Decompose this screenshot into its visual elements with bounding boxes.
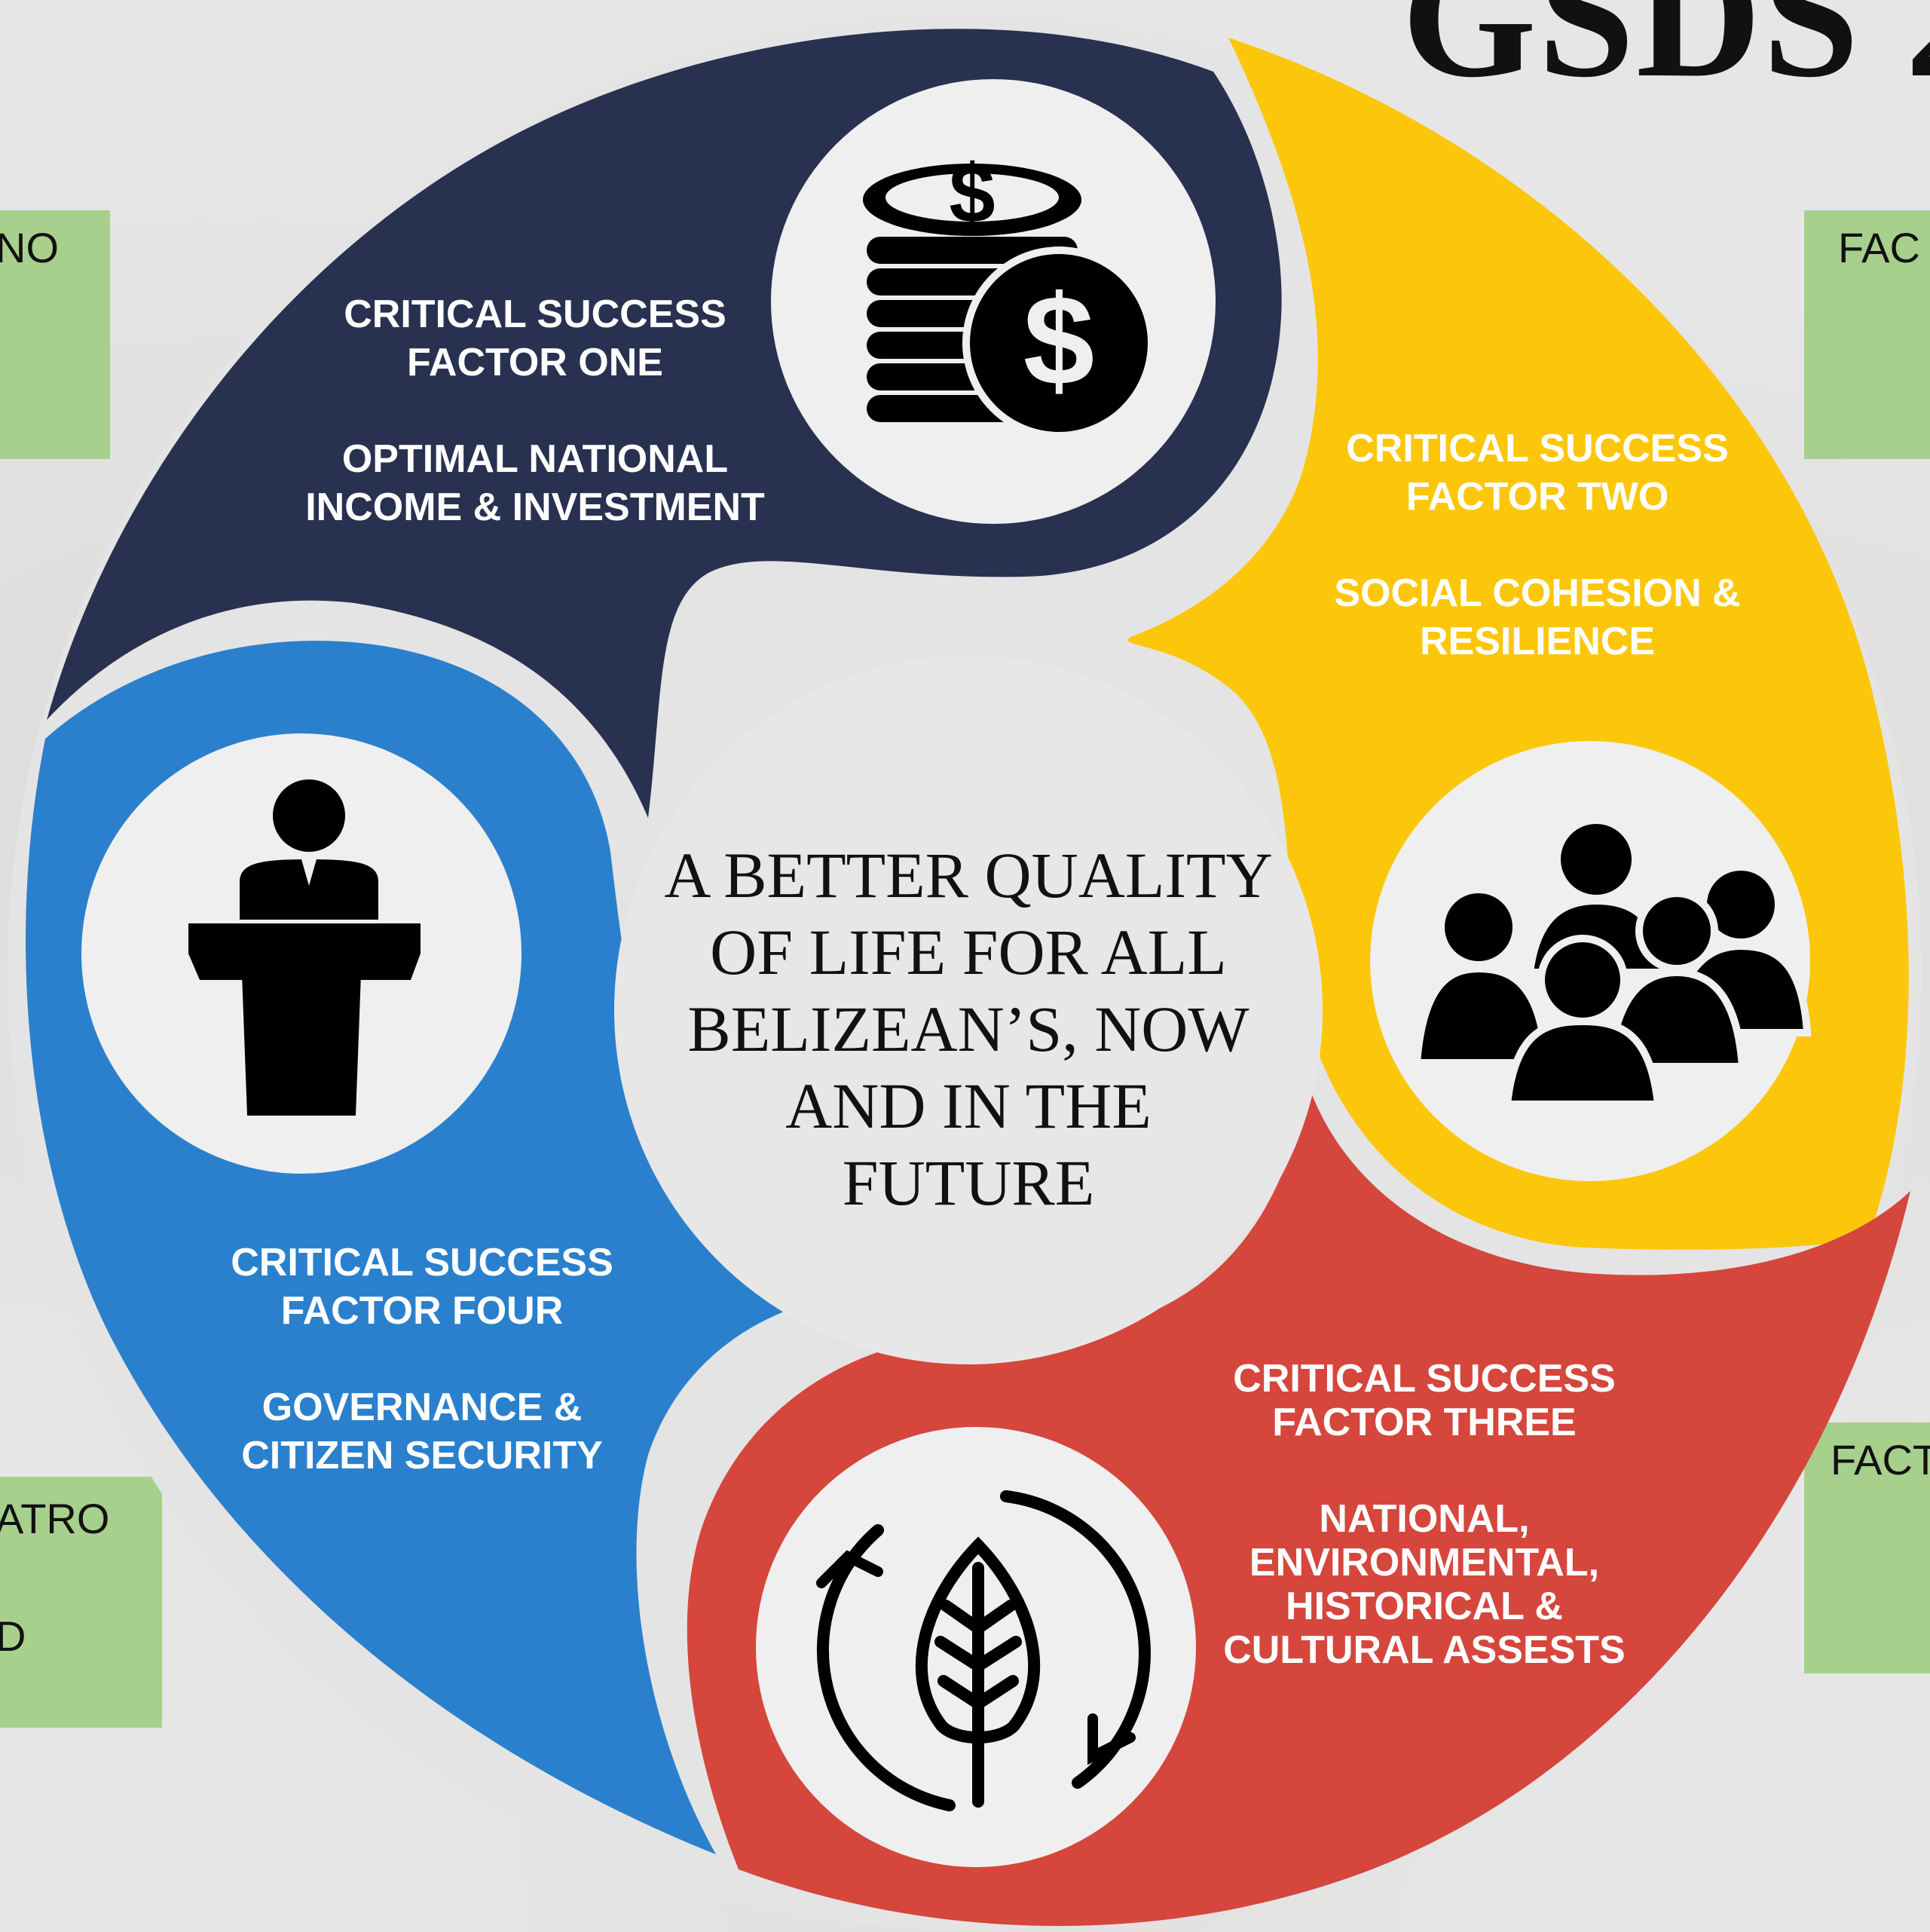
factor-three-name-3: HISTORICAL & — [1286, 1584, 1563, 1628]
factor-two-name-1: SOCIAL COHESION & — [1334, 571, 1741, 615]
svg-text:$: $ — [949, 148, 995, 240]
page-title: GSDS 2 — [1402, 0, 1930, 113]
side-box-bottom-left-text-1: ATRO — [0, 1495, 110, 1542]
factor-four-name-2: CITIZEN SECURITY — [241, 1434, 603, 1477]
factor-four-name-1: GOVERNANCE & — [262, 1385, 583, 1429]
side-box-bottom-right: FACT — [1804, 1422, 1930, 1673]
side-box-top-right-text: FAC — [1838, 224, 1920, 271]
factor-one-name-2: INCOME & INVESTMENT — [305, 485, 765, 529]
side-box-bottom-right-text: FACT — [1831, 1436, 1930, 1483]
factor-three-name-1: NATIONAL, — [1319, 1497, 1530, 1541]
speaker-podium-icon — [188, 779, 421, 1116]
side-box-bottom-left: ATRO D — [0, 1477, 162, 1728]
factor-one-label: CRITICAL SUCCESS FACTOR ONE OPTIMAL NATI… — [301, 290, 769, 531]
center-vision-text: A BETTER QUALITY OF LIFE FOR ALL BELIZEA… — [664, 839, 1273, 1219]
leaf-recycle-icon — [816, 1490, 1151, 1811]
factor-three-heading-2: FACTOR THREE — [1272, 1401, 1577, 1444]
factor-two-label: CRITICAL SUCCESS FACTOR TWO SOCIAL COHES… — [1304, 424, 1771, 666]
factor-two-heading-2: FACTOR TWO — [1405, 475, 1669, 519]
factor-three-name-2: ENVIRONMENTAL, — [1249, 1541, 1600, 1584]
factor-one-heading-2: FACTOR ONE — [407, 341, 663, 384]
side-box-top-right: FAC — [1804, 210, 1930, 459]
coins-dollar-icon: $ $ — [863, 148, 1155, 439]
factor-four-heading-2: FACTOR FOUR — [280, 1289, 564, 1333]
factor-three-name-4: CULTURAL ASSESTS — [1223, 1628, 1626, 1672]
side-box-top-left: NO — [0, 210, 110, 459]
people-group-icon — [1412, 816, 1812, 1108]
factor-four-label: CRITICAL SUCCESS FACTOR FOUR GOVERNANCE … — [188, 1239, 656, 1480]
svg-text:$: $ — [1023, 269, 1095, 412]
factor-two-heading-1: CRITICAL SUCCESS — [1346, 427, 1729, 470]
side-box-bottom-left-text-2: D — [0, 1612, 26, 1660]
factor-four-heading-1: CRITICAL SUCCESS — [231, 1241, 613, 1284]
center-disc — [614, 656, 1323, 1364]
factor-two-name-2: RESILIENCE — [1419, 620, 1656, 663]
factor-one-heading-1: CRITICAL SUCCESS — [344, 292, 726, 336]
factor-three-label: CRITICAL SUCCESS FACTOR THREE NATIONAL, … — [1191, 1357, 1658, 1672]
factor-one-name-1: OPTIMAL NATIONAL — [341, 437, 729, 481]
factor-three-heading-1: CRITICAL SUCCESS — [1233, 1357, 1616, 1401]
side-box-top-left-text: NO — [0, 224, 59, 271]
